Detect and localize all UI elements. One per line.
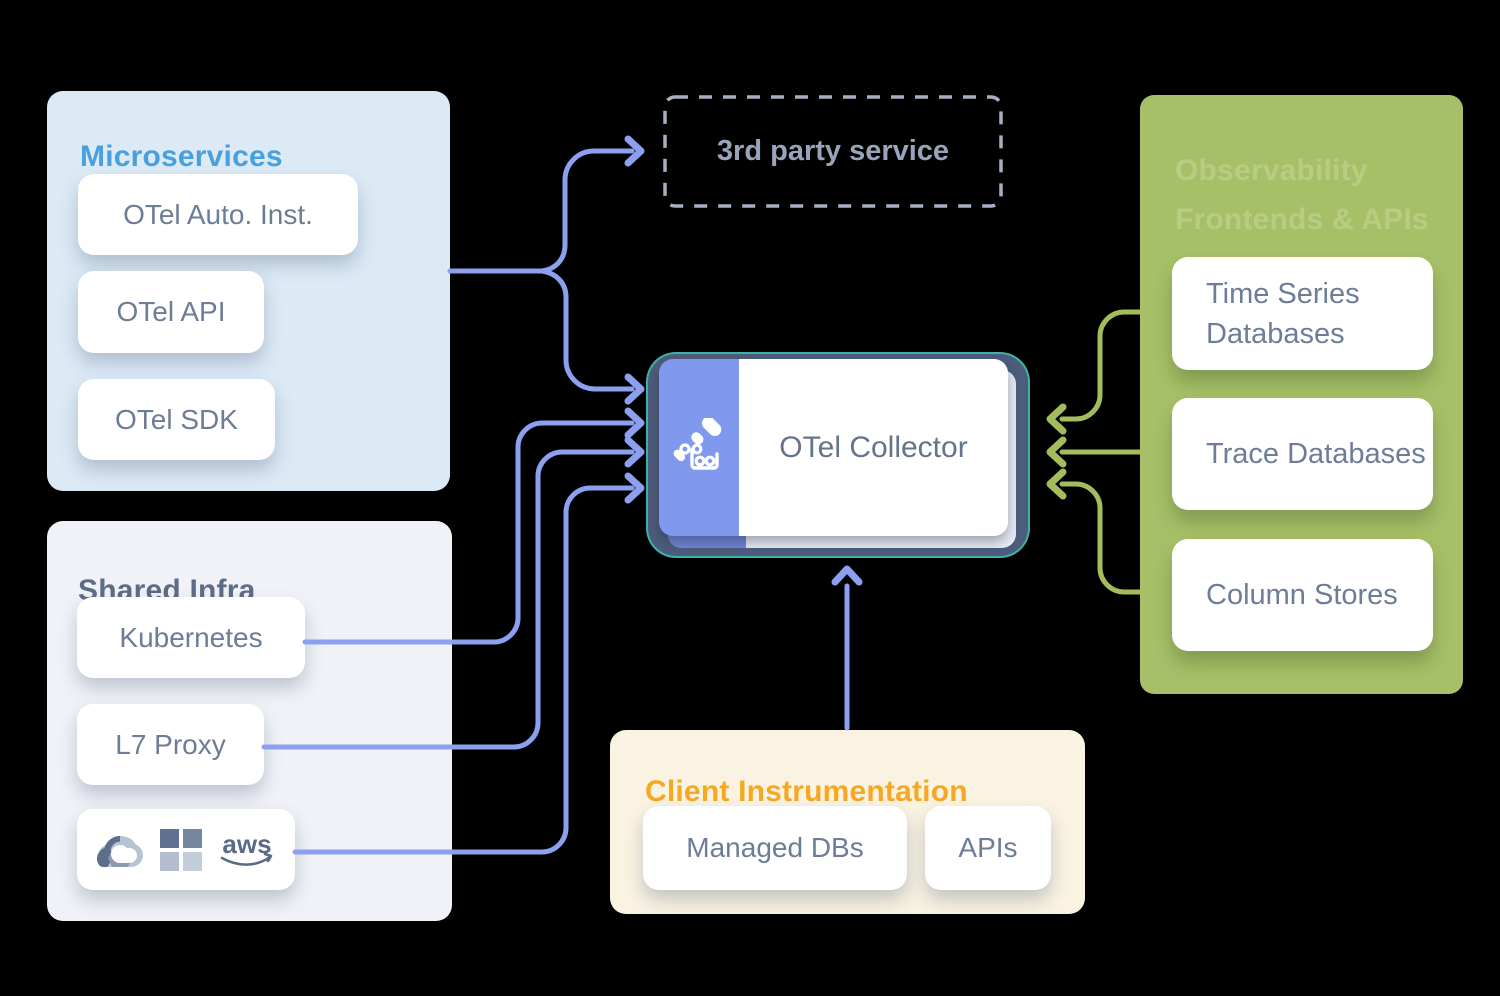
collector-label: OTel Collector (779, 430, 968, 464)
card-label: L7 Proxy (115, 728, 226, 760)
card-time-series-databases: Time Series Databases (1172, 257, 1433, 370)
card-label: Time Series Databases (1206, 277, 1360, 350)
card-label: OTel SDK (115, 403, 238, 435)
arrowhead-green-2 (1046, 436, 1067, 468)
card-otel-sdk: OTel SDK (78, 379, 275, 460)
google-cloud-icon (97, 835, 143, 867)
arrowhead-green-1 (1046, 403, 1067, 435)
client-instrumentation-title: Client Instrumentation (645, 774, 968, 808)
arrow-time-series-to-collector (1059, 309, 1143, 422)
card-otel-api: OTel API (78, 271, 264, 353)
collector-accent-strip (659, 359, 739, 536)
microsoft-icon (160, 828, 202, 871)
arrowhead-third-party (624, 135, 645, 167)
arrowhead-collector-2 (624, 407, 645, 439)
cloud-provider-logos: aws (96, 828, 276, 871)
card-label: Managed DBs (686, 832, 864, 863)
card-cloud-providers: aws (77, 809, 295, 890)
third-party-service-box: 3rd party service (663, 95, 1003, 208)
arrow-microservices-to-third-party (447, 148, 635, 274)
arrow-column-stores-to-collector (1059, 481, 1143, 595)
arrowhead-collector-1 (624, 373, 645, 405)
microservices-title: Microservices (80, 139, 283, 173)
card-otel-auto-inst: OTel Auto. Inst. (78, 174, 358, 255)
aws-wordmark: aws (222, 831, 271, 859)
card-kubernetes: Kubernetes (77, 597, 305, 678)
aws-icon: aws (220, 831, 273, 866)
card-label: Kubernetes (119, 621, 263, 653)
card-apis: APIs (925, 806, 1051, 890)
card-label: OTel Auto. Inst. (123, 198, 313, 230)
card-column-stores: Column Stores (1172, 539, 1433, 651)
third-party-label: 3rd party service (716, 135, 950, 167)
shared-infra-panel: Shared Infra Kubernetes L7 Proxy (47, 521, 452, 921)
arrowhead-collector-3 (624, 436, 645, 468)
otel-collector: OTel Collector (646, 352, 1030, 558)
card-label: APIs (958, 832, 1018, 863)
card-trace-databases: Trace Databases (1172, 398, 1433, 510)
arrow-microservices-to-collector (447, 268, 635, 392)
arrowhead-green-3 (1046, 468, 1067, 500)
arrowhead-collector-4 (624, 472, 645, 504)
card-l7-proxy: L7 Proxy (77, 704, 264, 785)
card-label: Trace Databases (1206, 438, 1426, 470)
card-managed-dbs: Managed DBs (643, 806, 907, 890)
collector-card: OTel Collector (659, 359, 1008, 536)
observability-title: Observability Frontends & APIs (1175, 153, 1429, 236)
card-label: OTel API (116, 296, 226, 327)
observability-panel: Observability Frontends & APIs Time Seri… (1140, 95, 1463, 694)
arrowhead-collector-up (831, 565, 863, 586)
card-label: Column Stores (1206, 579, 1398, 611)
otel-telescope-icon (673, 417, 722, 470)
client-instrumentation-panel: Client Instrumentation Managed DBs APIs (610, 730, 1085, 914)
microservices-panel: Microservices OTel Auto. Inst. OTel API … (47, 91, 450, 491)
